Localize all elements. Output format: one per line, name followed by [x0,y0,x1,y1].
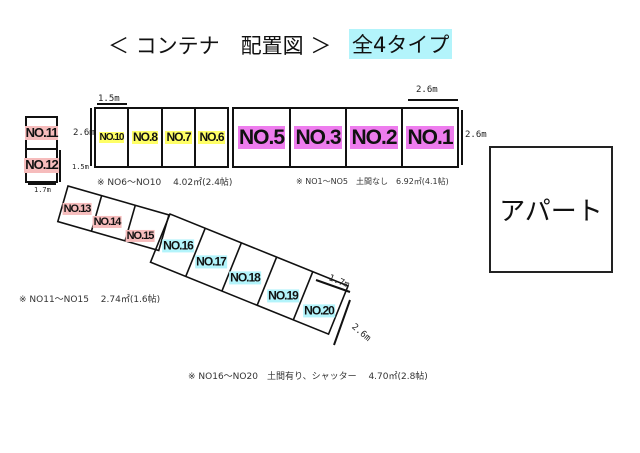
container-no15[interactable]: NO.15 [125,229,155,243]
note-no16-no20: ※ NO16〜NO20 土間有り、シャッター 4.70㎡(2.8帖) [188,372,428,382]
container-no14[interactable]: NO.14 [92,215,122,229]
dim-arrow-diag-depth [333,299,351,346]
container-no13[interactable]: NO.13 [62,202,92,216]
container-no8[interactable]: NO.8 [127,107,163,168]
note-no11-no15: ※ NO11〜NO15 2.74㎡(1.6帖) [19,295,161,305]
note-no6-no10: ※ NO6〜NO10 4.02㎡(2.4帖) [97,178,233,188]
container-no3[interactable]: NO.3 [289,107,347,168]
apartment-building: アパート [489,146,613,273]
container-no16[interactable]: NO.16 [162,238,194,253]
container-no11[interactable]: NO.11 [24,116,59,150]
container-no7[interactable]: NO.7 [161,107,196,168]
dim-arrow-diag-width [315,279,351,293]
container-no19[interactable]: NO.19 [267,288,299,303]
dim-left-width: 1.7m [34,186,51,194]
dim-small-width: 1.5m [98,94,120,104]
container-no12[interactable]: NO.12 [24,148,59,183]
dim-small-height: 2.6m [73,128,95,138]
container-no10[interactable]: NO.10 [94,107,129,168]
note-no1-no5: ※ NO1〜NO5 土間なし 6.92㎡(4.1帖) [296,177,449,186]
container-no20[interactable]: NO.20 [303,303,335,318]
container-no1[interactable]: NO.1 [401,107,459,168]
container-no18[interactable]: NO.18 [229,270,261,285]
dim-left-height: 1.5m [72,163,89,171]
dim-large-width: 2.6m [416,85,438,95]
container-no6[interactable]: NO.6 [194,107,229,168]
strip-no16-no20 [149,212,350,336]
types-badge: 全4タイプ [349,29,453,59]
diagram-title: ＜ コンテナ 配置図 ＞ [108,34,332,58]
dim-large-height: 2.6m [465,130,487,140]
container-no2[interactable]: NO.2 [345,107,403,168]
container-no17[interactable]: NO.17 [195,254,227,269]
